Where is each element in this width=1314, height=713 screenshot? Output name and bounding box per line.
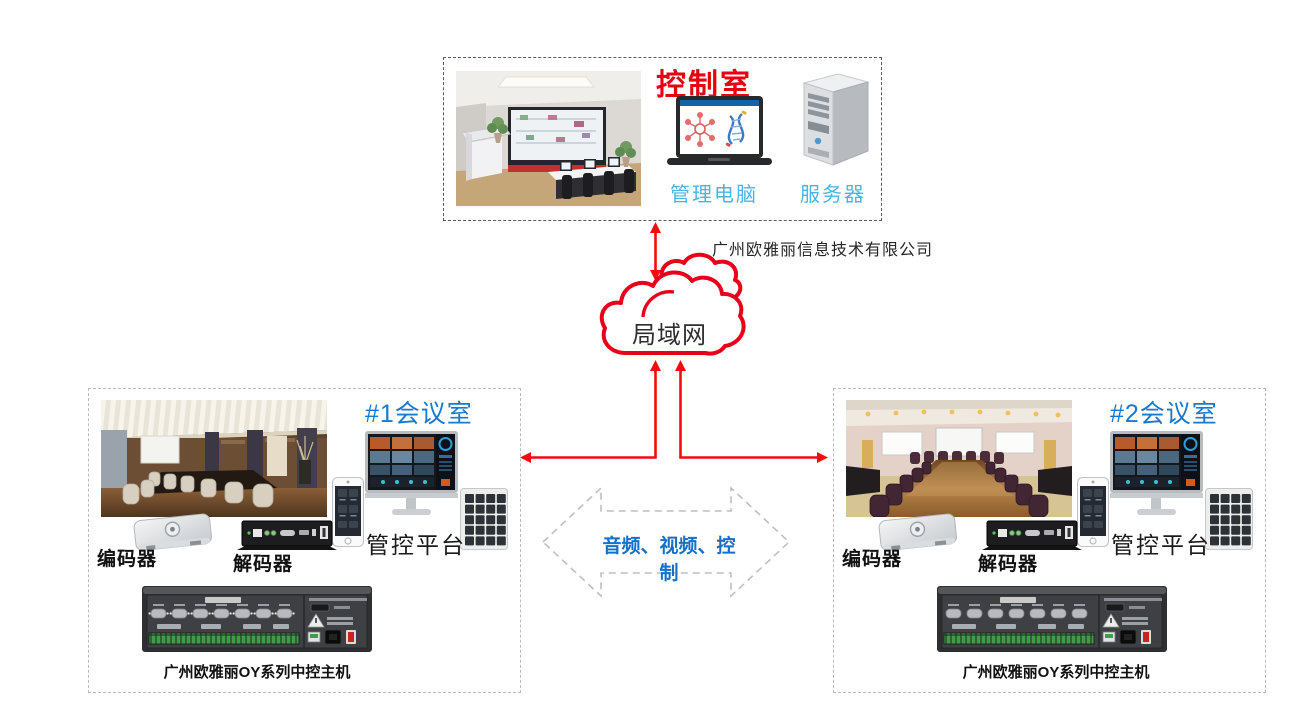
room1-platform-label: 管控平台: [366, 532, 466, 558]
room2-phone-icon: [1077, 477, 1109, 547]
room1-encoder-icon: [133, 513, 212, 551]
room1-host-label: 广州欧雅丽OY系列中控主机: [163, 664, 351, 681]
room1-box: #1会议室: [88, 388, 521, 693]
management-computer-label: 管理电脑: [670, 184, 758, 206]
room2-encoder-icon: [878, 513, 957, 551]
room1-monitor-icon: [365, 431, 458, 515]
room1-phone-icon: [332, 477, 364, 547]
room1-photo: [101, 400, 327, 517]
server-label: 服务器: [800, 184, 866, 206]
room2-decoder-label: 解码器: [978, 554, 1039, 575]
room1-title: #1会议室: [365, 400, 473, 428]
room2-platform-label: 管控平台: [1111, 532, 1211, 558]
room2-monitor-icon: [1110, 431, 1203, 515]
company-name: 广州欧雅丽信息技术有限公司: [712, 242, 934, 259]
control-room-box: 控制室: [443, 57, 882, 221]
room2-keypad-icon: [1205, 488, 1253, 550]
room2-title: #2会议室: [1110, 400, 1218, 428]
management-computer-icon: [667, 96, 772, 165]
lan-cloud-label: 局域网: [632, 322, 707, 349]
room1-encoder-label: 编码器: [97, 549, 158, 570]
room2-host-label: 广州欧雅丽OY系列中控主机: [962, 664, 1150, 681]
server-icon: [802, 73, 870, 166]
room1-keypad-icon: [460, 488, 508, 550]
bus-arrow-label: 音频、视频、控制: [602, 536, 736, 584]
lan-cloud-icon: [599, 252, 746, 356]
control-room-photo: [456, 71, 641, 206]
room2-encoder-label: 编码器: [842, 549, 903, 570]
bus-double-arrow: [541, 486, 791, 598]
room1-decoder-label: 解码器: [233, 554, 294, 575]
room1-control-host-icon: [142, 586, 372, 652]
room2-photo: [846, 400, 1072, 517]
room2-decoder-icon: [982, 520, 1082, 550]
room1-decoder-icon: [237, 520, 337, 550]
room2-control-host-icon: [937, 586, 1167, 652]
room2-box: #2会议室: [833, 388, 1266, 693]
